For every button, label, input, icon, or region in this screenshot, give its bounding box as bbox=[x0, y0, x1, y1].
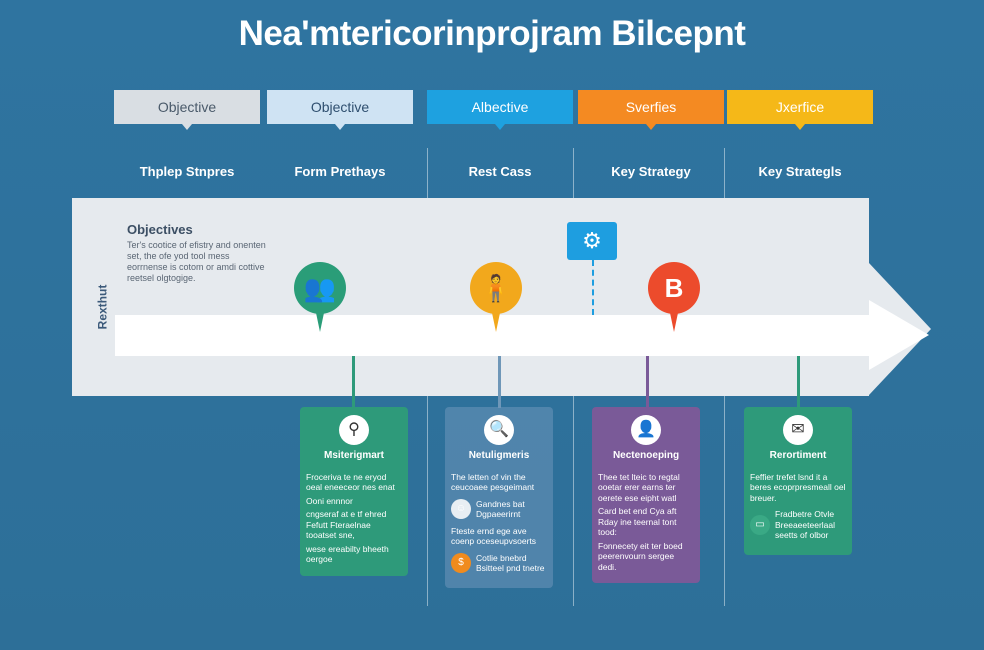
card-text: Fteste ernd ege ave coenp oceseupvsoerts bbox=[451, 525, 537, 547]
people-icon: 👥 bbox=[294, 262, 346, 332]
subheading: Key Strategy bbox=[611, 164, 691, 179]
connector-stem bbox=[498, 356, 501, 408]
key-icon: ⚲ bbox=[339, 415, 369, 445]
user-icon: 👤 bbox=[631, 415, 661, 445]
card-row: ☺Gandnes bat Dgpaeerirnt bbox=[451, 499, 547, 520]
connector-stem bbox=[352, 356, 355, 408]
card-row-text: Fradbetre Otvle Breeaeeteerlaal seetts o… bbox=[775, 509, 836, 540]
card-row-text: Cotlie bnebrd Bsitteel pnd tnetre bbox=[476, 552, 545, 574]
timeline-panel bbox=[72, 198, 869, 396]
person-icon: 🧍 bbox=[470, 262, 522, 332]
header-box: Sverfies bbox=[578, 90, 724, 130]
mail-icon: ✉ bbox=[783, 415, 813, 445]
subheading: Rest Cass bbox=[468, 164, 532, 179]
card-text: cngseraf at e tf ehred Fefutt Fteraelnae… bbox=[306, 509, 387, 540]
connector-stem bbox=[646, 356, 649, 408]
subheading: Key Strategls bbox=[758, 164, 842, 179]
header-box: Albective bbox=[427, 90, 573, 130]
card-text: Froceriva te ne eryod oeal eneeceor nes … bbox=[306, 471, 395, 493]
header-box: Objective bbox=[267, 90, 413, 130]
objectives-heading: Objectives bbox=[127, 222, 193, 237]
card-row-text: Gandnes bat Dgpaeerirnt bbox=[476, 498, 525, 520]
subheading: Form Prethays bbox=[294, 164, 386, 179]
card-row: $Cotlie bnebrd Bsitteel pnd tnetre bbox=[451, 553, 547, 574]
letter-b: B bbox=[648, 262, 700, 332]
card-title: Nectenoeping bbox=[612, 450, 680, 461]
card-text: Fonnecety eit ter boed peerenvourn serge… bbox=[598, 540, 683, 572]
header-box: Jxerfice bbox=[727, 90, 873, 130]
dashed-connector bbox=[592, 260, 594, 315]
card-text: Card bet end Cya aft Rday ine teernal to… bbox=[598, 506, 677, 537]
card-title: Netuligmeris bbox=[468, 450, 530, 461]
coin-icon: $ bbox=[451, 553, 471, 573]
card-title: Msiterigmart bbox=[323, 450, 384, 461]
connector-stem bbox=[797, 356, 800, 408]
header-box: Objective bbox=[114, 90, 260, 130]
card-row: ▭Fradbetre Otvle Breeaeeteerlaal seetts … bbox=[750, 509, 846, 541]
card-title: Rerortiment bbox=[769, 450, 827, 461]
subheading: Thplep Stnpres bbox=[139, 164, 235, 179]
gear-icon: ⚙ bbox=[567, 222, 617, 260]
card-text: wese ereabilty bheeth oergoe bbox=[306, 543, 389, 565]
timeline-bar-tip bbox=[869, 300, 929, 370]
card-text: Thee tet lteic to regtal ooetar erer ear… bbox=[598, 471, 680, 503]
objectives-body: Ter's cootice of efistry and onenten set… bbox=[127, 240, 266, 283]
card-text: Ooni ennnor bbox=[306, 495, 353, 506]
card-text: Feffier trefet lsnd it a beres ecoprpres… bbox=[750, 471, 846, 503]
face-icon: ☺ bbox=[451, 499, 471, 519]
chat-icon: ▭ bbox=[750, 514, 770, 535]
search-icon: 🔍 bbox=[484, 415, 514, 445]
vertical-label: Rexthut bbox=[95, 284, 110, 330]
card-text: The letten of vin the ceucoaee pesgeiman… bbox=[451, 471, 535, 493]
page-title: Nea'mtericorinprojram Bilcepnt bbox=[238, 14, 746, 53]
